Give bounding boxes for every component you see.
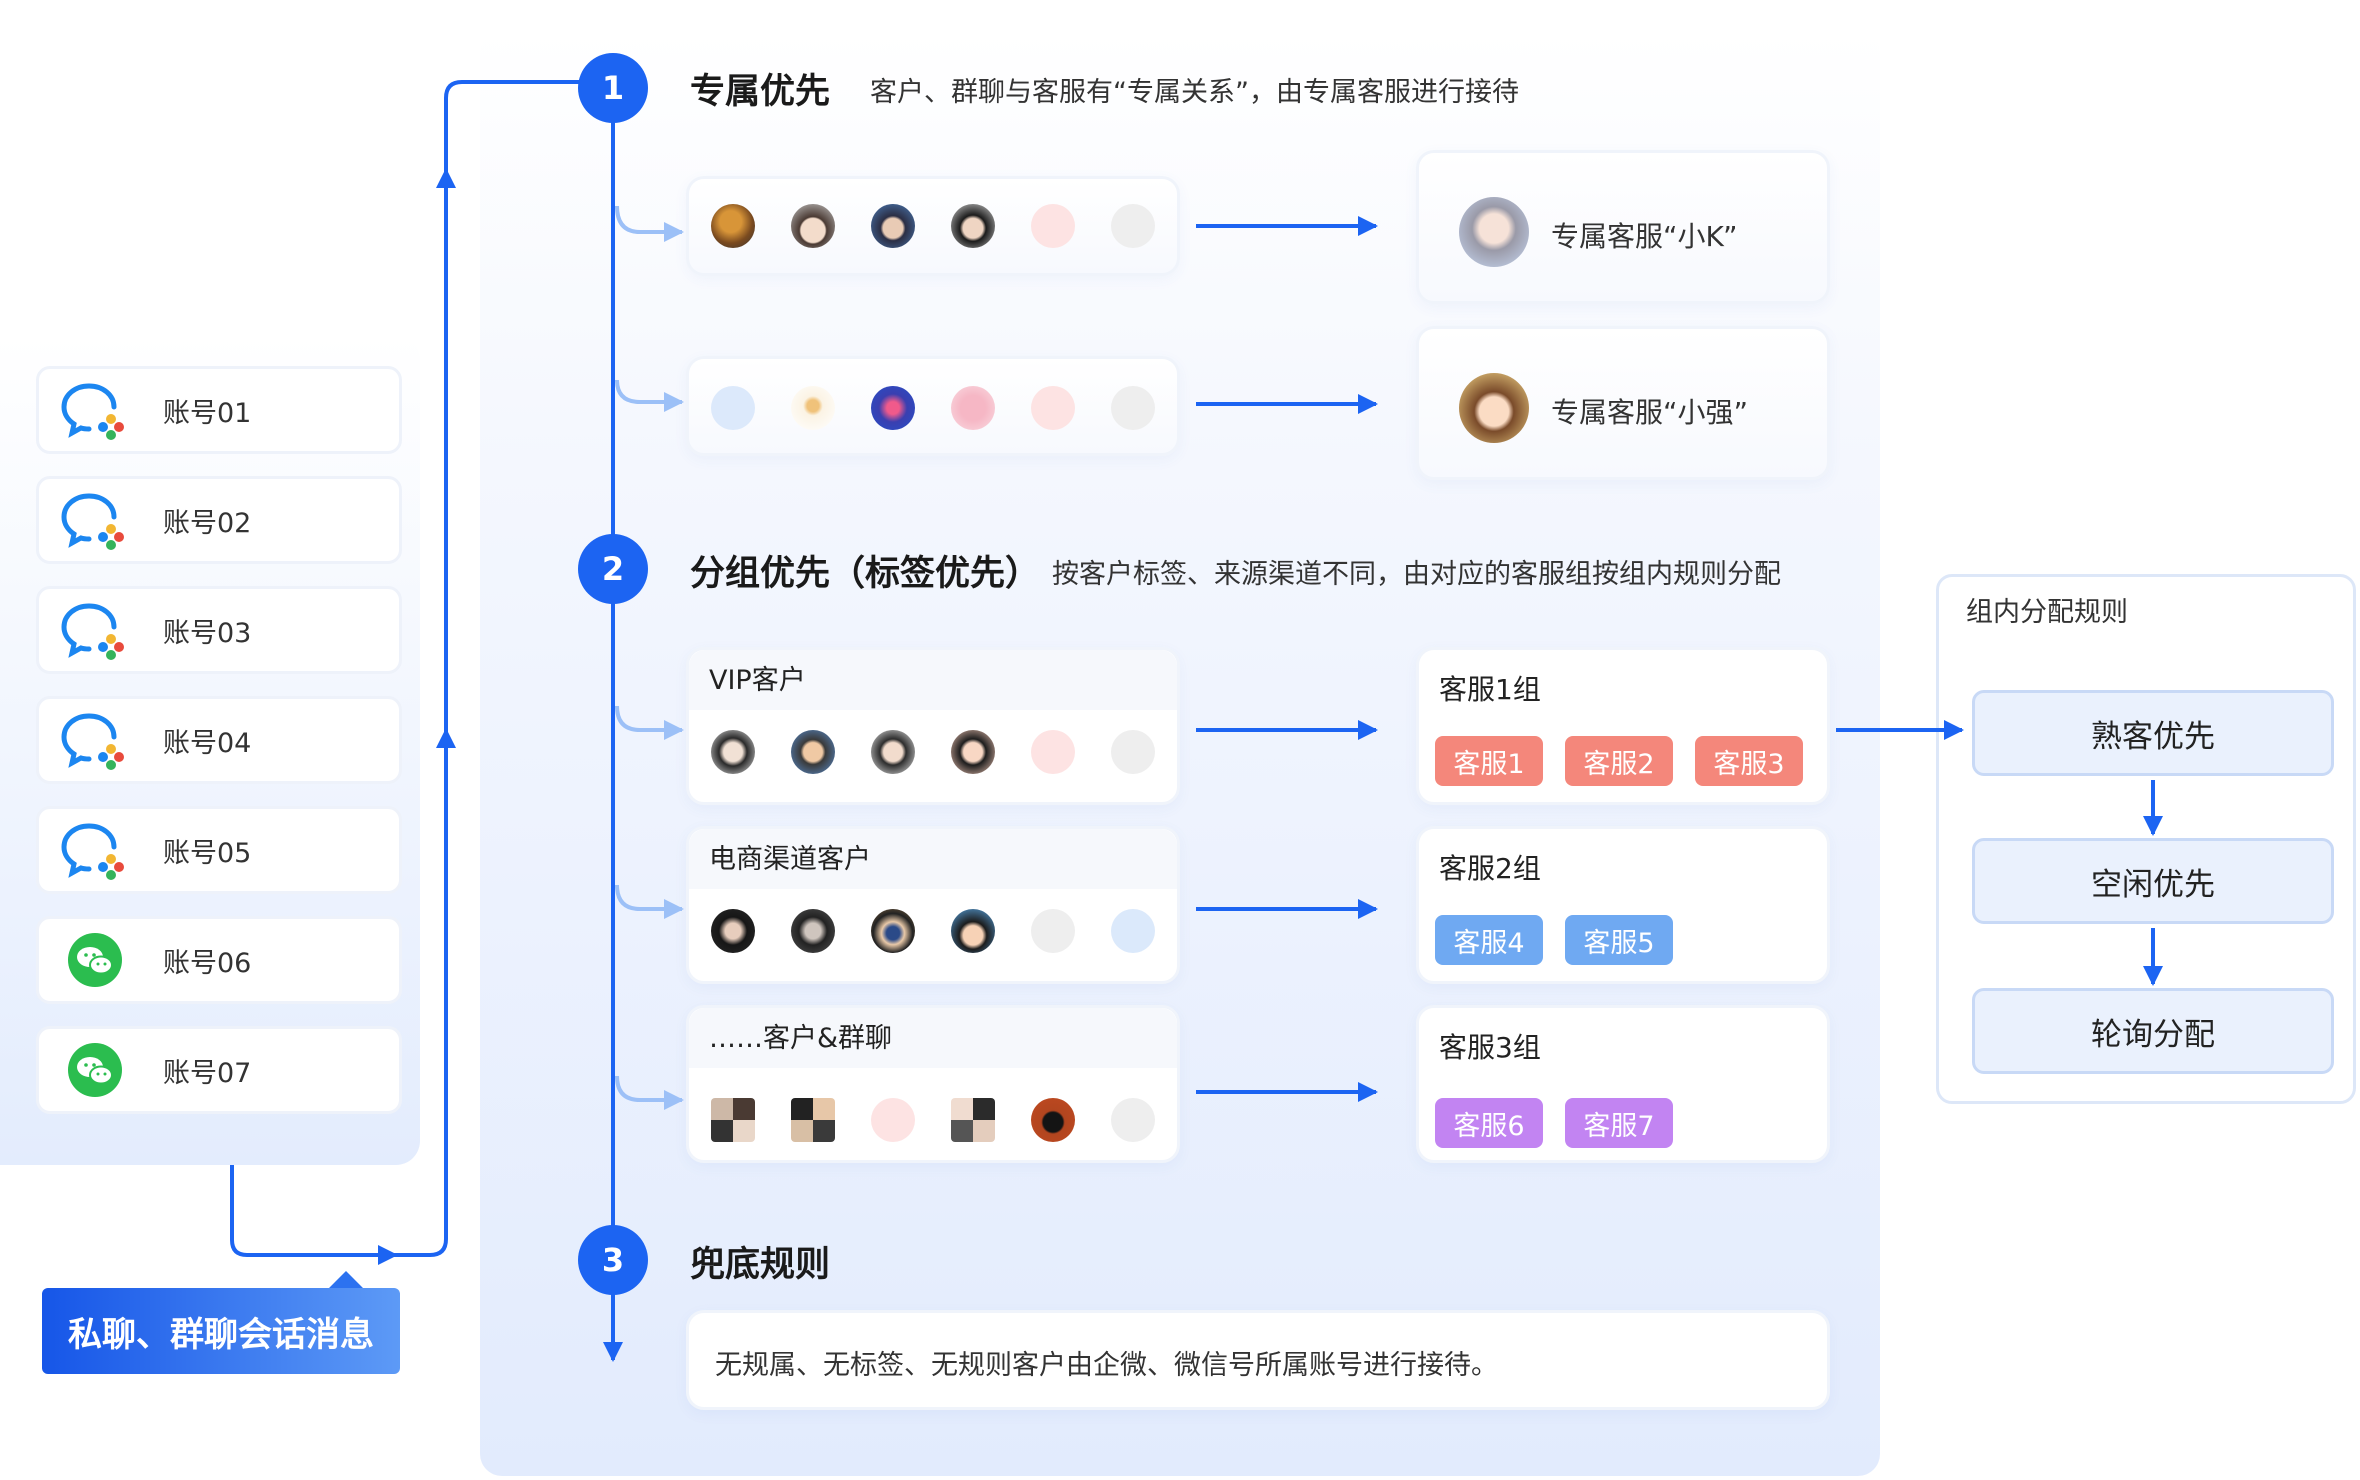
avatar-placeholder	[1111, 730, 1155, 774]
group-chat-avatar	[711, 1098, 755, 1142]
agent-chip[interactable]: 客服5	[1565, 915, 1673, 965]
avatar-placeholder	[1111, 386, 1155, 430]
step-1-badge: 1	[578, 53, 648, 123]
exclusive-customer-card	[686, 356, 1180, 456]
wecom-icon	[61, 383, 124, 440]
avatar-placeholder	[1111, 204, 1155, 248]
avatar-placeholder	[1031, 386, 1075, 430]
account-label: 账号07	[163, 1057, 252, 1089]
wecom-icon	[61, 493, 124, 550]
agent-chip[interactable]: 客服4	[1435, 915, 1543, 965]
customer-avatar	[711, 730, 755, 774]
customer-avatar	[871, 909, 915, 953]
customer-avatar	[711, 386, 755, 430]
agent-group-card: 客服2组 客服4 客服5	[1416, 826, 1830, 984]
step-1-desc: 客户、群聊与客服有“专属关系”，由专属客服进行接待	[870, 77, 1519, 108]
step-1-title: 专属优先	[690, 72, 831, 112]
agent-group-card: 客服3组 客服6 客服7	[1416, 1005, 1830, 1163]
agent-chip[interactable]: 客服3	[1695, 736, 1803, 786]
wechat-icon	[68, 933, 122, 987]
exclusive-customer-card	[686, 176, 1180, 276]
wecom-icon	[61, 603, 124, 660]
fallback-rule-card: 无规属、无标签、无规则客户由企微、微信号所属账号进行接待。	[686, 1310, 1830, 1410]
avatar-placeholder	[1031, 730, 1075, 774]
avatar-placeholder	[1031, 204, 1075, 248]
account-label: 账号06	[163, 947, 252, 979]
customer-group-label: ……客户&群聊	[709, 1023, 893, 1054]
step-2-desc: 按客户标签、来源渠道不同，由对应的客服组按组内规则分配	[1052, 559, 1781, 590]
agent-group-card: 客服1组 客服1 客服2 客服3	[1416, 647, 1830, 805]
account-item[interactable]: 账号02	[36, 476, 402, 564]
avatar-placeholder	[1111, 909, 1155, 953]
fallback-desc: 无规属、无标签、无规则客户由企微、微信号所属账号进行接待。	[715, 1350, 1498, 1381]
customer-group-card: ……客户&群聊	[686, 1005, 1180, 1163]
customer-avatar	[711, 909, 755, 953]
customer-avatar	[871, 204, 915, 248]
avatar-placeholder	[1111, 1098, 1155, 1142]
customer-group-label: 电商渠道客户	[709, 844, 871, 875]
customer-avatar	[791, 386, 835, 430]
customer-avatar	[791, 909, 835, 953]
step-3-badge: 3	[578, 1225, 648, 1295]
account-item[interactable]: 账号07	[36, 1026, 402, 1114]
step-2-title: 分组优先（标签优先）	[690, 554, 1041, 594]
exclusive-agent-card: 专属客服“小强”	[1416, 326, 1830, 480]
rule-item[interactable]: 空闲优先	[1972, 838, 2334, 924]
account-item[interactable]: 账号05	[36, 806, 402, 894]
customer-avatar	[951, 204, 995, 248]
wechat-icon	[68, 1043, 122, 1097]
rule-item[interactable]: 轮询分配	[1972, 988, 2334, 1074]
account-label: 账号02	[163, 507, 252, 539]
group-chat-avatar	[791, 1098, 835, 1142]
agent-label: 专属客服“小强”	[1551, 396, 1749, 429]
customer-group-card: VIP客户	[686, 647, 1180, 805]
agent-chip[interactable]: 客服2	[1565, 736, 1673, 786]
agent-avatar	[1459, 373, 1529, 443]
agent-avatar	[1459, 197, 1529, 267]
rule-item[interactable]: 熟客优先	[1972, 690, 2334, 776]
source-callout: 私聊、群聊会话消息	[42, 1288, 400, 1374]
customer-avatar	[711, 204, 755, 248]
wecom-icon	[61, 713, 124, 770]
customer-avatar	[951, 730, 995, 774]
avatar-placeholder	[871, 1098, 915, 1142]
account-label: 账号04	[163, 727, 252, 759]
avatar-placeholder	[1031, 909, 1075, 953]
account-label: 账号01	[163, 397, 252, 429]
group-chat-avatar	[951, 1098, 995, 1142]
step-3-title: 兜底规则	[690, 1245, 831, 1285]
source-connector	[230, 1165, 398, 1265]
rules-title: 组内分配规则	[1966, 597, 2128, 628]
account-label: 账号03	[163, 617, 252, 649]
agent-chip[interactable]: 客服1	[1435, 736, 1543, 786]
agent-group-title: 客服3组	[1439, 1031, 1541, 1064]
source-label: 私聊、群聊会话消息	[68, 1314, 374, 1355]
agent-group-title: 客服1组	[1439, 673, 1541, 706]
customer-avatar	[791, 730, 835, 774]
agent-chip[interactable]: 客服7	[1565, 1098, 1673, 1148]
account-item[interactable]: 账号01	[36, 366, 402, 454]
customer-group-label: VIP客户	[709, 665, 806, 696]
exclusive-agent-card: 专属客服“小K”	[1416, 150, 1830, 304]
account-item[interactable]: 账号04	[36, 696, 402, 784]
wecom-icon	[61, 823, 124, 880]
account-item[interactable]: 账号06	[36, 916, 402, 1004]
step-2-badge: 2	[578, 534, 648, 604]
agent-chip[interactable]: 客服6	[1435, 1098, 1543, 1148]
customer-avatar	[1031, 1098, 1075, 1142]
account-label: 账号05	[163, 837, 252, 869]
agent-label: 专属客服“小K”	[1551, 220, 1738, 253]
agent-group-title: 客服2组	[1439, 852, 1541, 885]
customer-avatar	[951, 386, 995, 430]
customer-avatar	[951, 909, 995, 953]
account-item[interactable]: 账号03	[36, 586, 402, 674]
customer-avatar	[871, 730, 915, 774]
customer-group-card: 电商渠道客户	[686, 826, 1180, 984]
customer-avatar	[871, 386, 915, 430]
customer-avatar	[791, 204, 835, 248]
